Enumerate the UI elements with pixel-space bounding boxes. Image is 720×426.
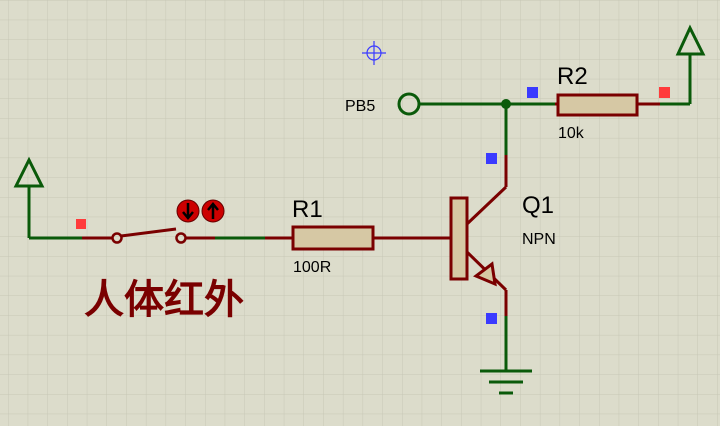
ground-terminal[interactable] [480,369,532,395]
sensor-label: 人体红外 [84,277,244,323]
r2-value-label: 10k [558,125,585,142]
power-arrow-icon [13,156,45,238]
pin-marker-sensor-in [76,219,86,229]
junction-dot [501,99,511,109]
right-power-terminal[interactable] [675,24,706,104]
power-arrow-icon [675,24,706,104]
resistor-r1[interactable] [265,225,451,251]
sensor-up-button[interactable] [201,199,225,223]
q1-value-label: NPN [522,231,556,248]
pin-marker-emitter [486,313,497,324]
pin-marker-collector [486,153,497,164]
pin-marker-r2-in [527,87,538,98]
down-arrow-icon [182,203,194,220]
resistor-r2[interactable] [555,93,660,117]
crosshair-cursor-icon [362,41,386,65]
sensor-down-button[interactable] [176,199,200,223]
r1-ref-label: R1 [292,196,323,223]
transistor-q1[interactable] [449,185,508,292]
pb5-label: PB5 [345,98,375,115]
emitter-arrow-icon [473,261,497,287]
r1-value-label: 100R [293,259,331,276]
up-arrow-icon [207,202,219,219]
sensor-switch[interactable] [82,227,215,244]
q1-ref-label: Q1 [522,192,554,219]
r2-ref-label: R2 [557,63,588,90]
pin-marker-r2-out [659,87,670,98]
left-power-terminal[interactable] [13,156,45,238]
ground-icon [480,369,532,395]
